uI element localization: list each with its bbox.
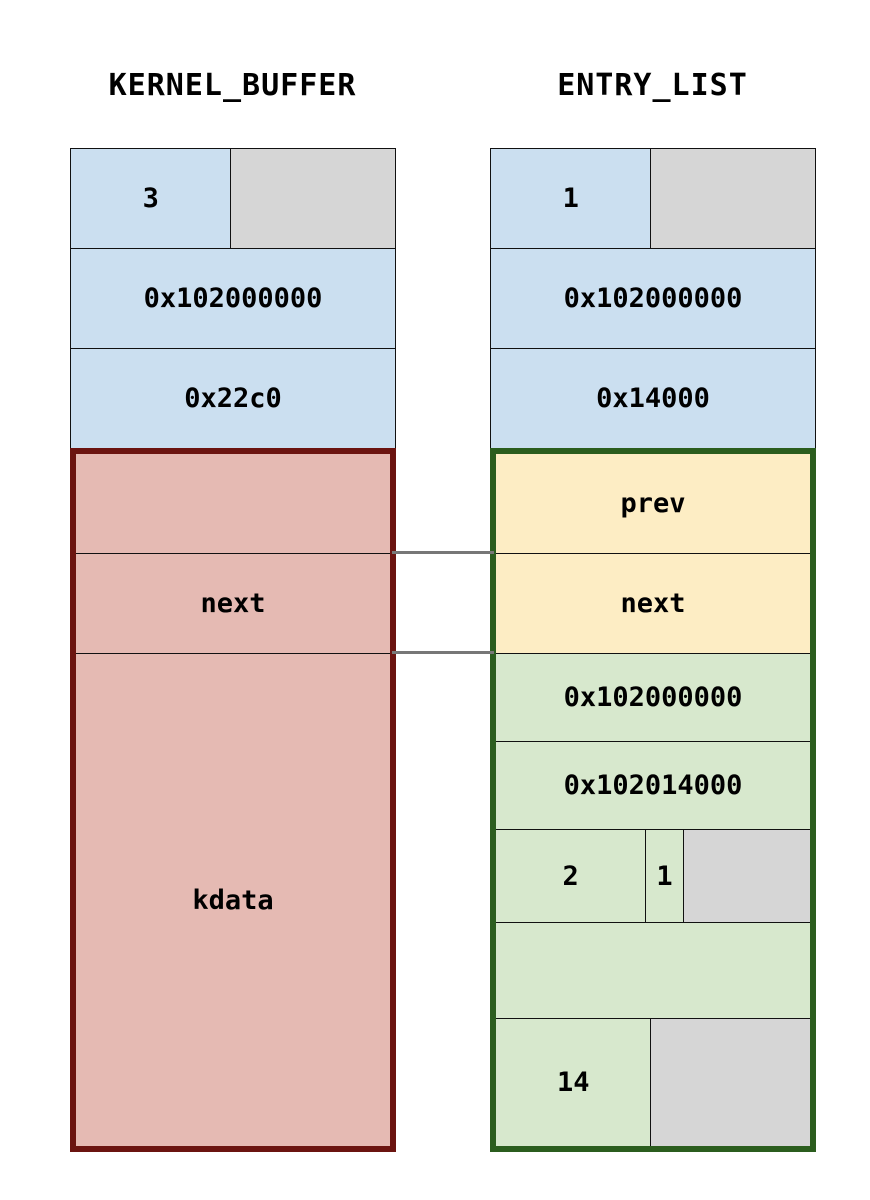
table-row: 1	[490, 148, 816, 248]
table-row: 0x102000000	[490, 248, 816, 348]
field-count-padding	[650, 1019, 810, 1146]
table-row: 0x102000000	[496, 653, 810, 741]
table-row: 2 1	[496, 829, 810, 922]
struct-kernel-buffer: 3 0x102000000 0x22c0 next kdata	[70, 148, 396, 1152]
table-row: 3	[70, 148, 396, 248]
table-row: 14	[496, 1018, 810, 1146]
field-next: next	[76, 554, 390, 653]
field-padding	[650, 149, 815, 248]
field-size: 0x22c0	[71, 349, 395, 448]
field-entry-end: 0x102014000	[496, 742, 810, 829]
page-title-entry-list: ENTRY_LIST	[557, 68, 748, 103]
table-row: 0x102000000	[70, 248, 396, 348]
field-count: 14	[496, 1019, 651, 1146]
table-row: next	[496, 553, 810, 653]
table-row	[76, 454, 390, 553]
field-base-address: 0x102000000	[491, 249, 815, 348]
page-title-kernel-buffer: KERNEL_BUFFER	[108, 68, 357, 103]
table-row	[496, 922, 810, 1018]
struct-entry-list: 1 0x102000000 0x14000 prev next 0x102000…	[490, 148, 816, 1152]
table-row: 0x14000	[490, 348, 816, 448]
field-flag-b: 1	[645, 830, 683, 922]
field-refcount: 1	[491, 149, 651, 248]
field-refcount: 3	[71, 149, 231, 248]
table-row: 0x22c0	[70, 348, 396, 448]
field-flag-a: 2	[496, 830, 646, 922]
field-padding	[230, 149, 395, 248]
field-size: 0x14000	[491, 349, 815, 448]
field-prev	[76, 454, 390, 553]
connector-prev-link	[392, 551, 494, 554]
table-row: next	[76, 553, 390, 653]
block-kernel-buffer-body: next kdata	[70, 448, 396, 1152]
field-prev: prev	[496, 454, 810, 553]
field-reserved	[496, 923, 810, 1018]
field-entry-base: 0x102000000	[496, 654, 810, 741]
table-row: prev	[496, 454, 810, 553]
field-next: next	[496, 554, 810, 653]
field-flag-padding	[682, 830, 810, 922]
table-row: kdata	[76, 653, 390, 1146]
block-entry-list-body: prev next 0x102000000 0x102014000 2 1 14	[490, 448, 816, 1152]
field-base-address: 0x102000000	[71, 249, 395, 348]
table-row: 0x102014000	[496, 741, 810, 829]
field-kdata: kdata	[76, 654, 390, 1146]
connector-next-link	[392, 651, 494, 654]
